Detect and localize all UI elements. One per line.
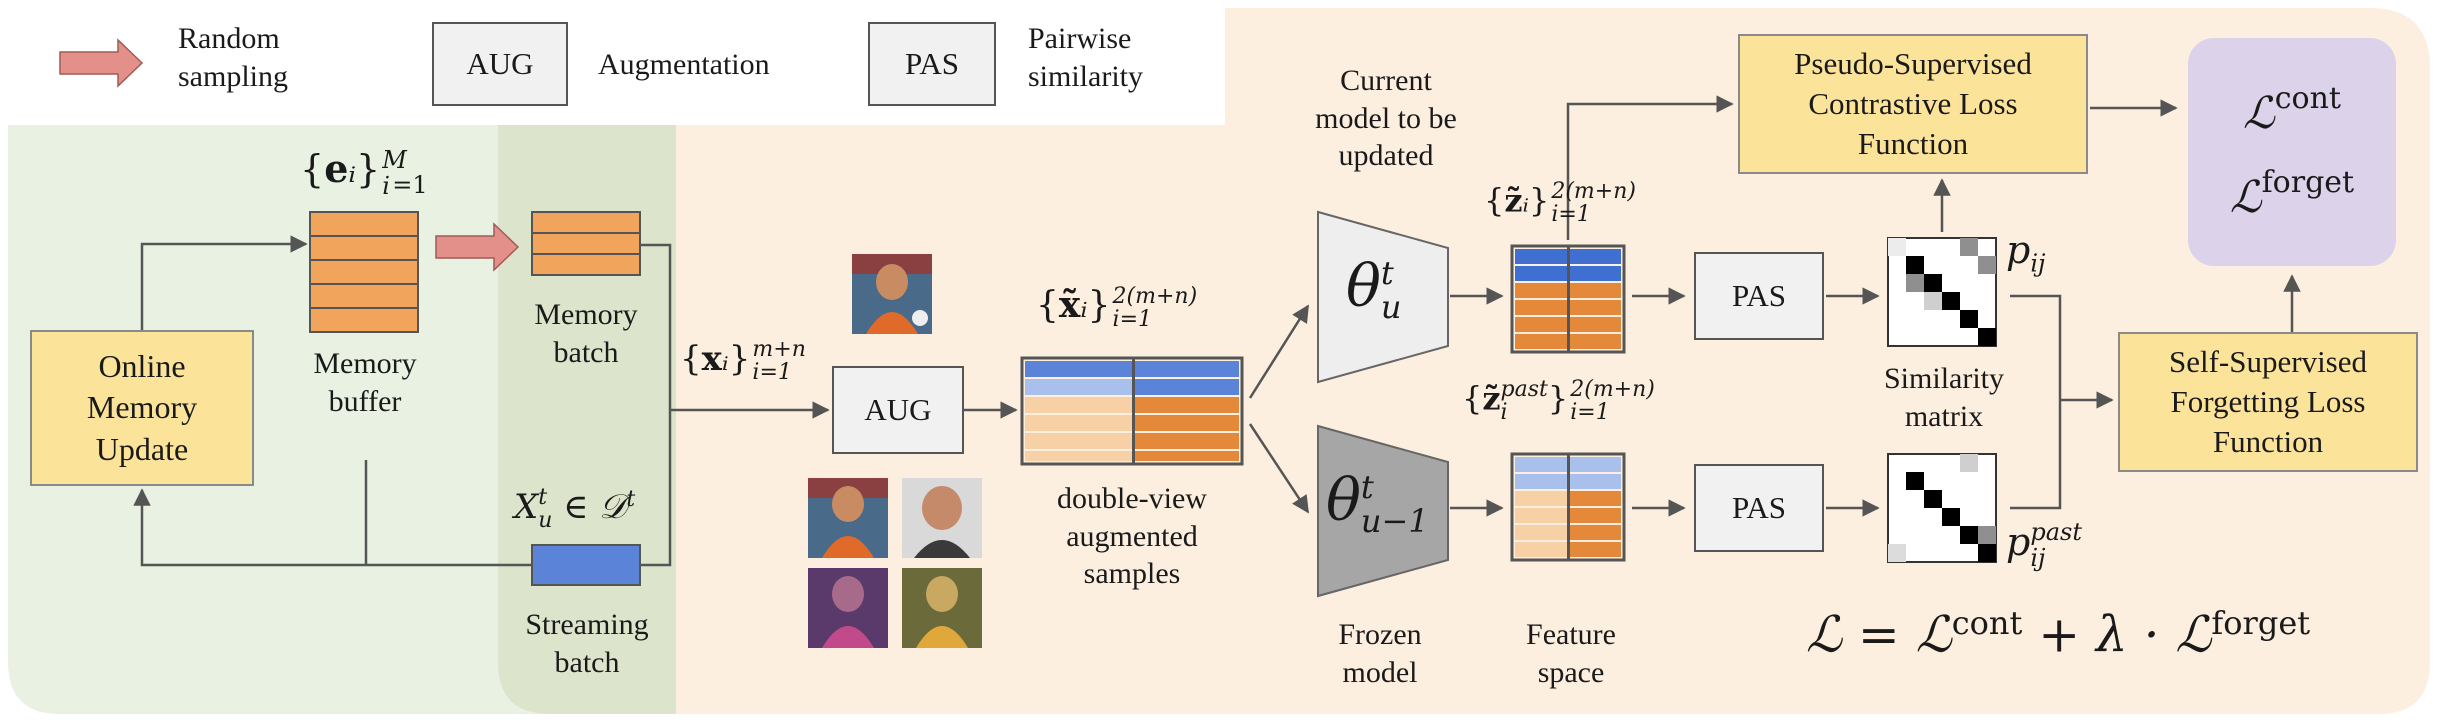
augmented-matrix — [1020, 356, 1244, 466]
feature-space-label: Feature space — [1526, 618, 1616, 689]
legend-pink-arrow — [59, 38, 144, 88]
frozen-model-label: Frozen model — [1338, 618, 1422, 689]
astronaut-photo-aug-3 — [808, 568, 888, 648]
similarity-matrix-bottom — [1887, 453, 1997, 563]
streaming-batch-label: Streaming batch — [525, 608, 649, 679]
streaming-batch-block — [531, 544, 641, 586]
z-current-math: {z̃ᵢ}2(m+n)i=1 — [1484, 179, 1636, 228]
current-model-label: Current model to be updated — [1315, 64, 1457, 172]
memory-buffer-stack — [309, 211, 419, 333]
legend-pairwise-similarity: Pairwise similarity — [1028, 22, 1143, 93]
legend-pas-box: PAS — [868, 22, 996, 106]
online-memory-update-box: Online Memory Update — [30, 330, 254, 486]
astronaut-photo-aug-4 — [902, 568, 982, 648]
memory-buffer-label: Memory buffer — [313, 347, 417, 418]
p-ij: pij — [2006, 228, 2046, 278]
sampling-pink-arrow — [435, 222, 520, 272]
legend-augmentation: Augmentation — [598, 48, 770, 81]
current-model-trapezoid — [1317, 210, 1449, 384]
memory-batch-stack — [531, 211, 641, 276]
augmented-samples-math: {x̃ᵢ}2(m+n)i=1 — [1036, 283, 1198, 332]
legend-random-sampling: Random sampling — [178, 22, 288, 93]
connection-lines — [133, 95, 2301, 567]
l-cont: ℒcont — [2243, 81, 2341, 139]
frozen-model-trapezoid — [1317, 424, 1449, 598]
self-supervised-loss-box: Self-Supervised Forgetting Loss Function — [2118, 332, 2418, 472]
double-view-label: double-view augmented samples — [1057, 482, 1207, 590]
feature-matrix-current — [1510, 244, 1626, 354]
total-loss-equation: ℒ = ℒcont + λ · ℒforget — [1806, 604, 2311, 664]
similarity-matrix-top — [1887, 237, 1997, 347]
pseudo-supervised-loss-box: Pseudo-Supervised Contrastive Loss Funct… — [1738, 34, 2088, 174]
memory-batch-label: Memory batch — [534, 298, 638, 369]
l-forget: ℒforget — [2229, 165, 2355, 223]
loss-summary-box: ℒcont ℒforget — [2188, 38, 2396, 266]
similarity-matrix-label: Similarity matrix — [1884, 362, 2004, 433]
astronaut-photo-aug-1 — [808, 478, 888, 558]
astronaut-photo-aug-2 — [902, 478, 982, 558]
pas-box-top: PAS — [1694, 252, 1824, 340]
aug-box: AUG — [832, 366, 964, 454]
pas-box-bottom: PAS — [1694, 464, 1824, 552]
feature-matrix-past — [1510, 452, 1626, 562]
astronaut-photo-original — [852, 254, 932, 334]
legend-aug-box: AUG — [432, 22, 568, 106]
